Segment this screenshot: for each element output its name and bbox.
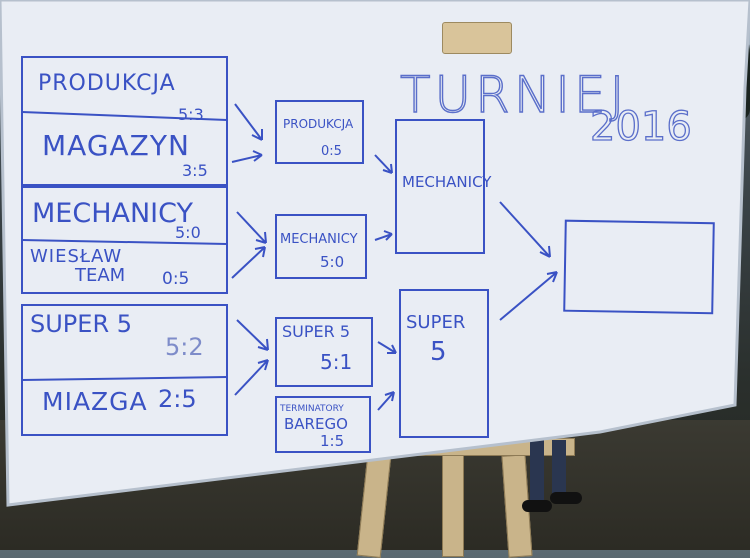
sf-box-2 [399,289,489,438]
person-legs [522,440,582,530]
r1-score-2: 3:5 [182,161,208,180]
r2-score-1: 0:5 [321,144,342,159]
r2-box-3 [275,317,373,387]
arrows-r1-r2 [231,103,269,396]
r1-score-4: 0:5 [162,269,189,289]
r1-team-2: MAGAZYN [42,129,190,162]
r1-score-1: 5:3 [178,105,204,124]
match-1-box [21,56,228,188]
r2-team-1: PRODUKCJA [283,117,354,131]
tournament-year: 2016 [590,104,692,150]
r1-score-3: 5:0 [175,223,201,242]
r2-score-2: 5:0 [320,253,344,271]
sf-team-1: MECHANICY [402,173,492,191]
r2-score-3: 5:1 [320,350,352,374]
r2-score-4: 1:5 [320,432,344,450]
r2-box-1 [275,100,364,164]
board-clip [442,22,512,54]
r1-score-6: 2:5 [158,385,197,413]
tournament-title: TURNIEJ [400,66,628,124]
sf-box-1 [395,119,485,254]
final-box [563,219,715,315]
r1-team-1: PRODUKCJA [38,71,176,96]
match-3-box [21,304,228,436]
r2-team-4-line1: TERMINATORY [279,404,344,414]
arrows-sf-final [499,201,558,321]
arrows-r2-sf [374,154,397,411]
r2-team-2: MECHANICY [280,232,358,247]
sf-team-2-line1: SUPER [406,312,465,333]
r2-team-3: SUPER 5 [282,322,350,341]
r1-team-4-line1: WIESŁAW [30,246,122,267]
r1-team-3: MECHANICY [32,198,194,229]
r2-box-4 [275,396,371,453]
r1-team-6: MIAZGA [42,387,148,416]
r2-team-4-line2: BAREGO [284,415,348,433]
r2-box-2 [275,214,367,279]
r1-team-4-line2: TEAM [74,265,125,286]
sf-team-2-line2: 5 [430,337,447,367]
r1-team-5: SUPER 5 [30,310,132,338]
r1-score-5: 5:2 [165,333,204,361]
match-2-box [21,184,228,294]
